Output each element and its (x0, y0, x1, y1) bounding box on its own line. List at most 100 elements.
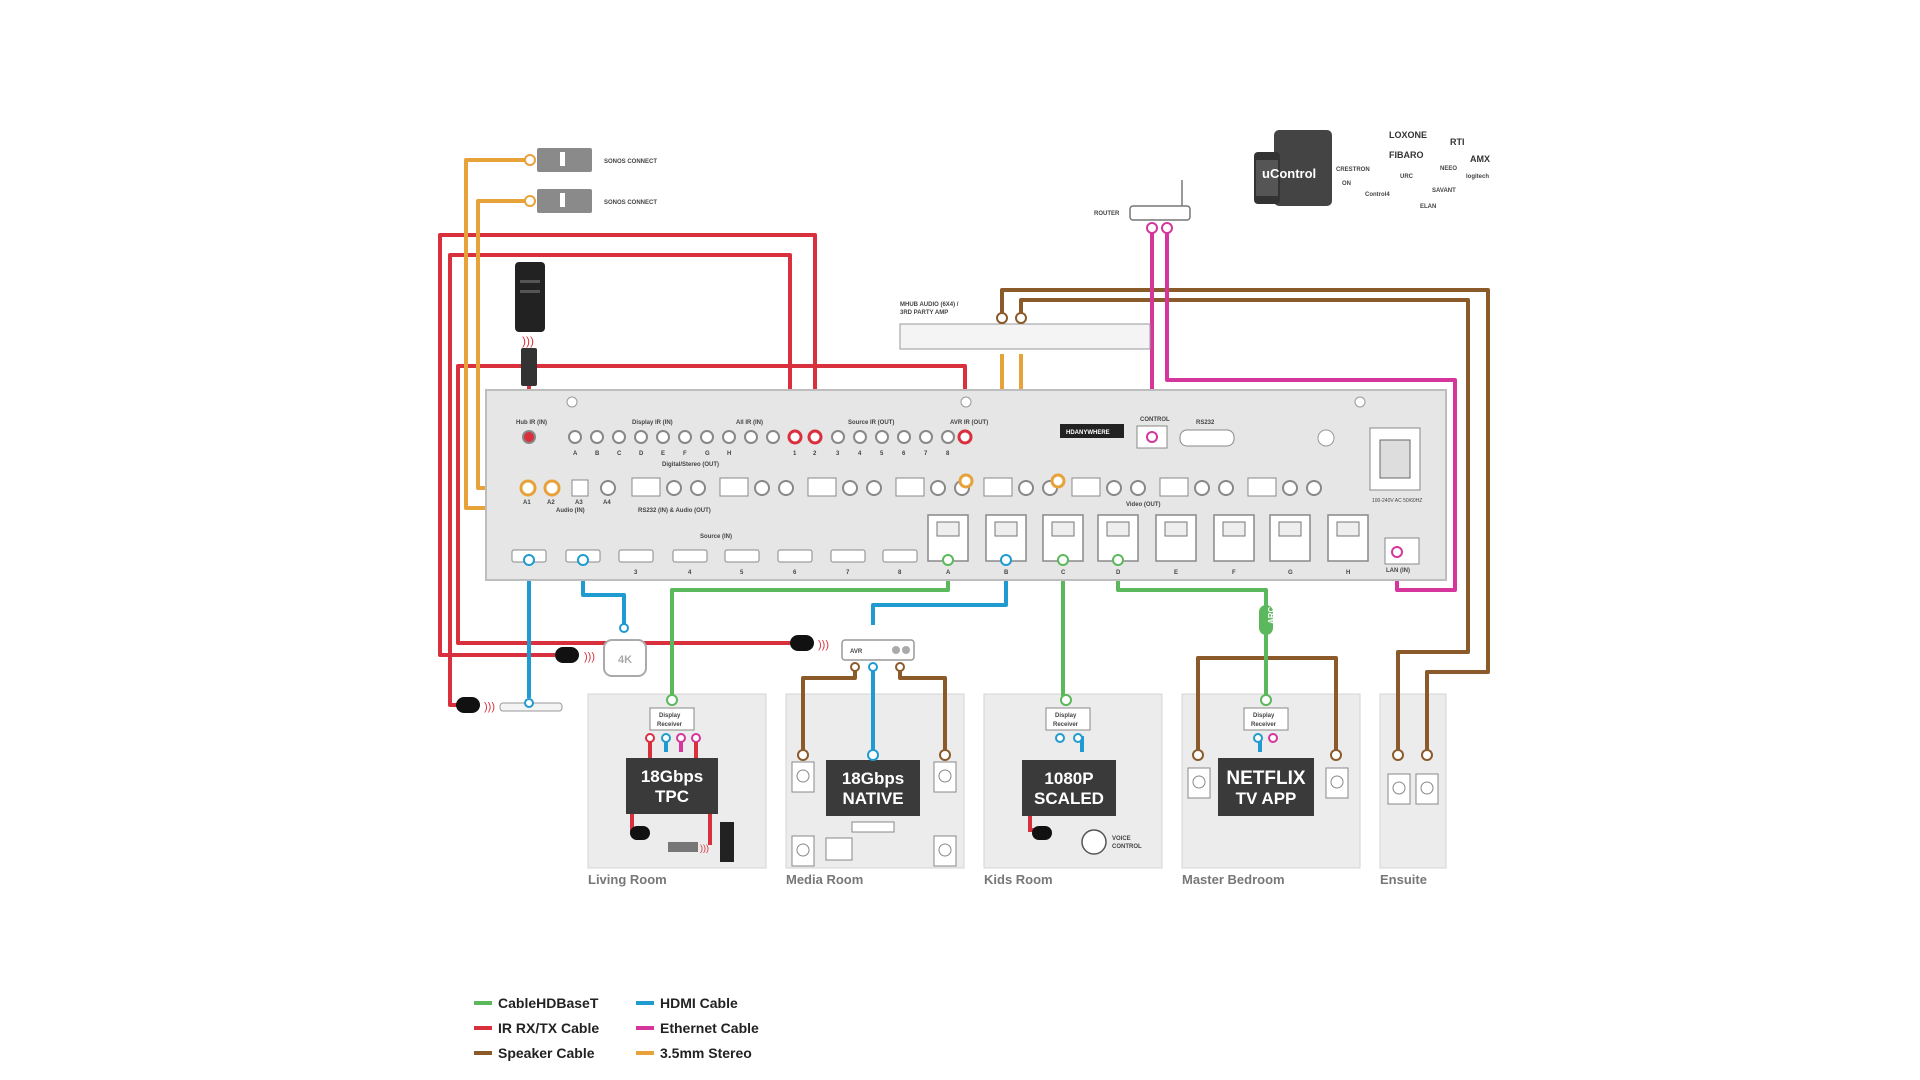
audio-out-jack[interactable] (866, 480, 882, 496)
source-in-number: 8 (898, 570, 902, 576)
audio-out-jack[interactable] (842, 480, 858, 496)
brand-logo: ELAN (1420, 204, 1436, 210)
hdmi-input-port[interactable] (830, 549, 866, 563)
port-label: All IR (IN) (736, 420, 763, 426)
sonos-devices: SONOS CONNECT SONOS CONNECT (524, 148, 657, 213)
ir-jack[interactable] (875, 430, 889, 444)
audio-out-jack[interactable] (958, 473, 974, 489)
ir-jack[interactable] (590, 430, 604, 444)
ir-jack[interactable] (897, 430, 911, 444)
ir-port-letter: G (705, 451, 710, 457)
audio-out-jack[interactable] (1282, 480, 1298, 496)
arc-badge (1259, 605, 1273, 635)
speaker-icon (791, 761, 815, 793)
wifi-icon: ))) (700, 843, 709, 853)
ir-port-letter: A (573, 451, 578, 457)
rs232-terminal[interactable] (1071, 477, 1101, 497)
audio-out-jack[interactable] (1050, 473, 1066, 489)
ir-jack[interactable] (656, 430, 670, 444)
audio-out-jack[interactable] (666, 480, 682, 496)
ir-jack[interactable] (722, 430, 736, 444)
rs232-terminal[interactable] (1247, 477, 1277, 497)
rs232-terminal[interactable] (719, 477, 749, 497)
rs232-port[interactable] (1179, 429, 1235, 447)
audio-in-jack[interactable] (543, 479, 561, 497)
video-port-letter: C (1061, 570, 1066, 576)
audio-in-jack[interactable] (600, 480, 616, 496)
ir-emitter (555, 647, 579, 663)
speaker-icon (933, 835, 957, 867)
port-connector (1057, 554, 1069, 566)
receiver-label: Receiver (657, 722, 683, 728)
receiver-label: Receiver (1053, 722, 1079, 728)
hdbaset-output-port[interactable] (1327, 514, 1369, 562)
speaker-connector (1392, 749, 1404, 761)
speaker-icon (1387, 773, 1411, 805)
ir-jack[interactable] (787, 429, 803, 445)
source-in-number: 7 (846, 570, 850, 576)
hdmi-input-port[interactable] (882, 549, 918, 563)
optical-in-port[interactable] (571, 479, 589, 497)
ground-screw (1317, 429, 1335, 447)
ir-jack[interactable] (678, 430, 692, 444)
ir-jack[interactable] (941, 430, 955, 444)
speaker-connector (1192, 749, 1204, 761)
audio-out-jack[interactable] (1018, 480, 1034, 496)
audio-out-jack[interactable] (778, 480, 794, 496)
voice-control-label: CONTROL (1112, 844, 1142, 850)
speaker-icon (1325, 767, 1349, 799)
ir-jack[interactable] (744, 430, 758, 444)
rs232-terminal[interactable] (1159, 477, 1189, 497)
ir-jack[interactable] (853, 430, 867, 444)
ir-jack[interactable] (522, 430, 536, 444)
speaker-cable (1000, 288, 1490, 755)
legend-label: Ethernet Cable (660, 1020, 759, 1036)
apple-tv-label: 4K (618, 654, 632, 666)
ir-jack[interactable] (807, 429, 823, 445)
rs232-terminal[interactable] (983, 477, 1013, 497)
audio-out-jack[interactable] (1106, 480, 1122, 496)
ir-port-number: 5 (880, 451, 884, 457)
router-label: ROUTER (1094, 211, 1120, 217)
speaker-connector (939, 749, 951, 761)
audio-out-jack[interactable] (930, 480, 946, 496)
legend-label: IR RX/TX Cable (498, 1020, 599, 1036)
ir-emitter (790, 635, 814, 651)
legend-label: 3.5mm Stereo (660, 1045, 752, 1061)
matrix-switch: Hub IR (IN) Display IR (IN) All IR (IN) … (485, 389, 1447, 581)
ir-jack[interactable] (700, 430, 714, 444)
audio-out-jack[interactable] (1218, 480, 1234, 496)
ir-port-letter: F (683, 451, 687, 457)
rs232-terminal[interactable] (895, 477, 925, 497)
video-port-letter: G (1288, 570, 1293, 576)
audio-in-jack[interactable] (519, 479, 537, 497)
rs232-terminal[interactable] (631, 477, 661, 497)
ir-jack[interactable] (766, 430, 780, 444)
audio-out-jack[interactable] (1130, 480, 1146, 496)
ir-jack[interactable] (831, 430, 845, 444)
audio-out-jack[interactable] (1306, 480, 1322, 496)
hdmi-input-port[interactable] (672, 549, 708, 563)
apple-tv-box (603, 639, 647, 677)
hdmi-input-port[interactable] (618, 549, 654, 563)
ir-jack[interactable] (919, 430, 933, 444)
hdmi-input-port[interactable] (777, 549, 813, 563)
legend-item: HDMI Cable (636, 995, 738, 1011)
ir-blaster (720, 822, 734, 862)
rj45-socket (936, 521, 960, 537)
rs232-terminal[interactable] (807, 477, 837, 497)
amp-title: 3RD PARTY AMP (900, 310, 948, 316)
source-in-number: 6 (793, 570, 797, 576)
ir-jack[interactable] (634, 430, 648, 444)
ir-jack[interactable] (568, 430, 582, 444)
hdmi-input-port[interactable] (724, 549, 760, 563)
audio-out-jack[interactable] (1194, 480, 1210, 496)
port-label: LAN (IN) (1386, 568, 1410, 574)
audio-out-jack[interactable] (754, 480, 770, 496)
ir-jack[interactable] (957, 429, 973, 445)
brand-logo: AMX (1470, 154, 1490, 164)
wifi-icon: ))) (584, 651, 595, 663)
ir-jack[interactable] (612, 430, 626, 444)
audio-out-jack[interactable] (690, 480, 706, 496)
